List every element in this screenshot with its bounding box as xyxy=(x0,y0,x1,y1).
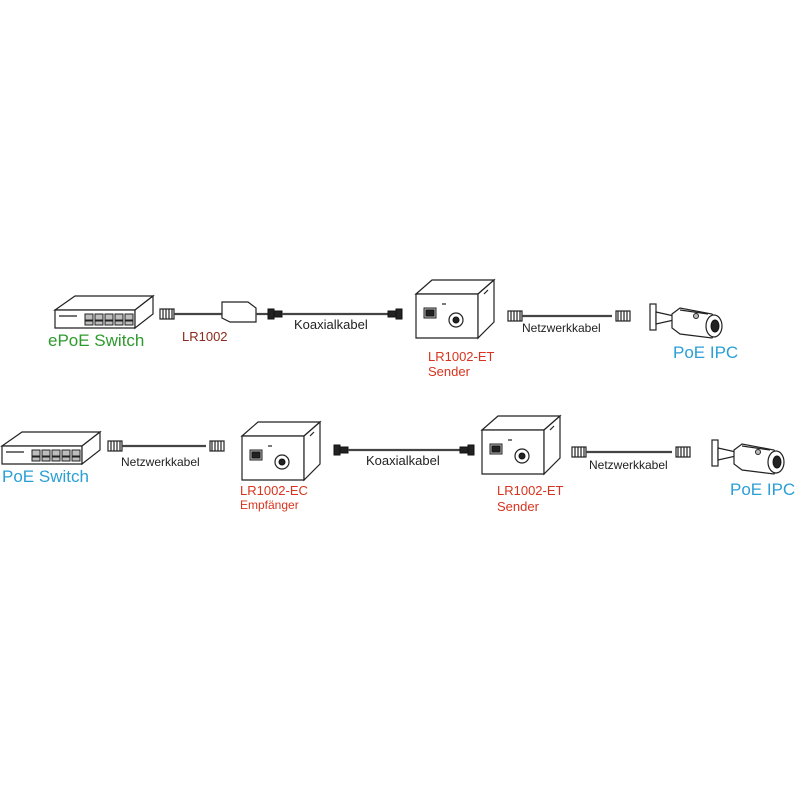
row1-sender-role-label: Sender xyxy=(428,364,470,379)
row2-sender-role-label: Sender xyxy=(497,499,539,514)
row1-sender-model-label: LR1002-ET xyxy=(428,349,495,364)
row2-coax-label: Koaxialkabel xyxy=(366,453,440,468)
row2-network-cable-2 xyxy=(571,446,691,458)
row1-adapter-label: LR1002 xyxy=(182,329,228,344)
row1-camera-label: PoE IPC xyxy=(673,343,739,362)
row2-switch-label: PoE Switch xyxy=(2,467,89,486)
row2-receiver-role-label: Empfänger xyxy=(240,498,299,512)
row2-network-label-1: Netzwerkkabel xyxy=(121,455,200,469)
row2-camera xyxy=(711,439,785,475)
row2-receiver-module xyxy=(241,421,321,481)
row2-camera-label: PoE IPC xyxy=(730,480,796,499)
row1-network-cable xyxy=(507,310,631,322)
row1-coax-label: Koaxialkabel xyxy=(294,317,368,332)
row2-network-label-2: Netzwerkkabel xyxy=(589,458,668,472)
row2-sender-module xyxy=(481,415,561,475)
row1-network-label: Netzwerkkabel xyxy=(522,321,601,335)
row1-lr1002-adapter xyxy=(159,301,283,323)
row2-coax-cable xyxy=(333,444,475,456)
row2-network-cable-1 xyxy=(107,440,225,452)
row2-sender-model-label: LR1002-ET xyxy=(497,483,564,498)
row1-coax-cable xyxy=(282,308,403,320)
row1-epoe-switch xyxy=(54,295,154,329)
row2-poe-switch xyxy=(1,431,101,465)
row1-camera xyxy=(649,303,723,339)
row2-receiver-model-label: LR1002-EC xyxy=(240,483,308,498)
row1-sender-module xyxy=(415,279,495,339)
row1-switch-label: ePoE Switch xyxy=(48,331,145,350)
